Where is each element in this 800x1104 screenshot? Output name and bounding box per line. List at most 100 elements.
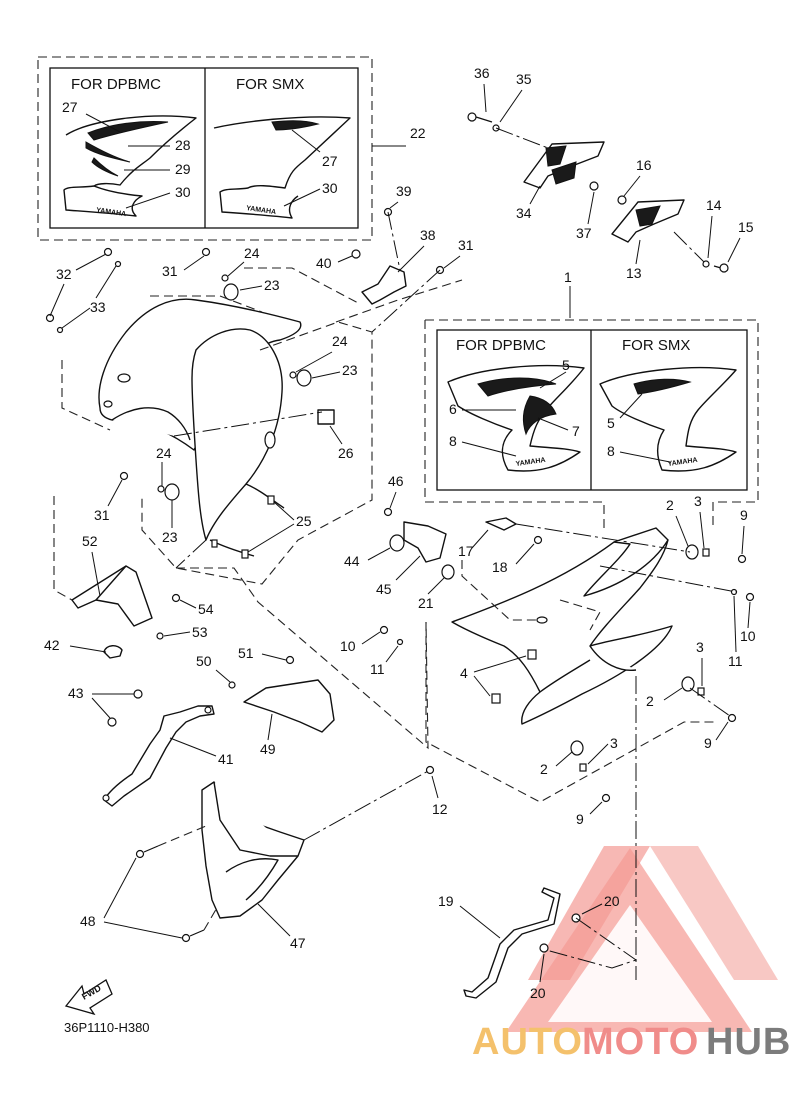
grommet-21	[441, 564, 455, 580]
screw-31b	[119, 471, 129, 481]
watermark-logo: AUTO MOTO HUB	[472, 846, 791, 1063]
callout-25: 25	[296, 513, 312, 529]
nut-37	[589, 181, 599, 191]
fwd-arrow-icon	[64, 979, 113, 1016]
washer-14	[702, 260, 710, 268]
callout-30a: 30	[175, 184, 191, 200]
callout-8b: 8	[607, 443, 615, 459]
collar-3b	[697, 687, 705, 696]
screw-51	[285, 655, 295, 665]
upper-stripe-29	[85, 141, 131, 163]
screw-48a	[135, 849, 145, 859]
diagram-code: 36P1110-H380	[64, 1020, 150, 1035]
clip-4a	[527, 649, 537, 660]
screw-36	[467, 112, 477, 122]
callout-44: 44	[344, 553, 360, 569]
side-decal-inset: FOR DPBMC FOR SMX YAMAHA YAMAHA 5 6 7 8 …	[424, 269, 759, 530]
callout-16: 16	[636, 157, 652, 173]
callout-32: 32	[56, 266, 72, 282]
grommet-44	[389, 534, 405, 552]
screw-48b	[181, 933, 191, 943]
callout-48: 48	[80, 913, 96, 929]
side-panel-smx	[599, 366, 737, 472]
callout-51: 51	[238, 645, 254, 661]
callout-22: 22	[410, 125, 426, 141]
side-logo-dpbmc: YAMAHA	[515, 457, 546, 468]
side-cowl-panel	[451, 539, 673, 725]
callout-21: 21	[418, 595, 434, 611]
upper-inset-title-smx: FOR SMX	[236, 76, 304, 93]
callout-9a: 9	[740, 507, 748, 523]
callout-6: 6	[449, 401, 457, 417]
screw-9c	[601, 793, 611, 803]
screw-10a	[745, 592, 755, 602]
side-stripe-6	[477, 377, 557, 397]
side-inset-title-dpbmc: FOR DPBMC	[456, 337, 546, 354]
callout-23c: 23	[162, 529, 178, 545]
callout-35: 35	[516, 71, 532, 87]
grommet-2c	[570, 740, 584, 756]
callout-49: 49	[260, 741, 276, 757]
assembly-lines	[173, 269, 463, 569]
grommet-2a	[685, 544, 699, 560]
callout-24b: 24	[332, 333, 348, 349]
screw-9b	[727, 713, 737, 723]
callout-10b: 10	[340, 638, 356, 654]
side-inset-title-smx: FOR SMX	[622, 337, 690, 354]
nut-43a	[133, 689, 143, 699]
screw-9a	[737, 554, 747, 564]
callout-11b: 11	[370, 661, 385, 677]
forward-indicator: FWD	[64, 979, 113, 1016]
callout-11a: 11	[728, 653, 743, 669]
upper-stripe-30	[91, 157, 119, 177]
callout-1: 1	[564, 269, 572, 285]
callout-2b: 2	[646, 693, 654, 709]
callout-34: 34	[516, 205, 532, 221]
callout-8a: 8	[449, 433, 457, 449]
callout-27b: 27	[322, 153, 338, 169]
screw-54	[171, 593, 181, 603]
upper-logo-dpbmc: YAMAHA	[96, 207, 127, 218]
callout-52: 52	[82, 533, 98, 549]
screw-46	[383, 507, 393, 517]
callout-27a: 27	[62, 99, 78, 115]
callout-14: 14	[706, 197, 722, 213]
callout-45: 45	[376, 581, 392, 597]
callout-19: 19	[438, 893, 454, 909]
callout-23b: 23	[342, 362, 358, 378]
callout-3b: 3	[696, 639, 704, 655]
mirror-base-34	[523, 141, 605, 189]
watermark-hub: HUB	[706, 1021, 791, 1063]
callout-38: 38	[420, 227, 436, 243]
side-stripe-7	[522, 395, 557, 436]
clip-42	[103, 645, 123, 659]
upper-panel-dpbmc	[63, 115, 197, 217]
callout-10a: 10	[740, 628, 756, 644]
callout-23a: 23	[264, 277, 280, 293]
callout-24a: 24	[244, 245, 260, 261]
screw-10b	[379, 625, 389, 635]
bolt-20b	[539, 943, 549, 953]
washer-53	[156, 632, 164, 640]
collar-3a	[702, 548, 710, 557]
callout-30b: 30	[322, 180, 338, 196]
side-panel-dpbmc	[447, 364, 585, 472]
bracket-52	[71, 565, 153, 627]
callout-28: 28	[175, 137, 191, 153]
callout-17: 17	[458, 543, 474, 559]
upper-logo-smx: YAMAHA	[246, 205, 277, 216]
mirror-mount-group: 36 35 34 37 16 13 14 15	[467, 65, 754, 281]
callout-54: 54	[198, 601, 214, 617]
block-26	[317, 409, 335, 425]
callout-15: 15	[738, 219, 754, 235]
upper-inset-title-dpbmc: FOR DPBMC	[71, 76, 161, 93]
callout-26: 26	[338, 445, 354, 461]
grommet-2b	[681, 676, 695, 692]
callout-36: 36	[474, 65, 490, 81]
watermark-triangle-inner	[548, 905, 712, 1022]
nut-16	[617, 195, 627, 205]
washer-11b	[396, 638, 404, 646]
grommet-23a	[223, 283, 239, 301]
front-cowling-group: 32 33 31 24 23 24 23 26 24 31 23 25 39 3…	[45, 183, 474, 597]
screw-40	[351, 249, 361, 259]
